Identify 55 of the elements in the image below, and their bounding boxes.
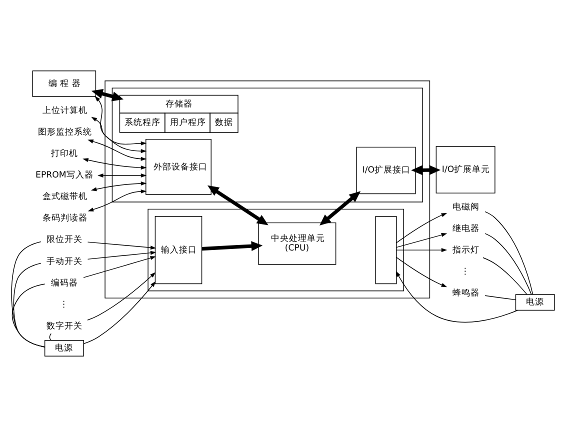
connector — [484, 294, 516, 300]
arrow — [98, 173, 147, 178]
arrow — [396, 248, 448, 252]
node-box: 电源 — [44, 340, 84, 356]
node-text: 继电器 — [452, 223, 480, 234]
arrow — [319, 190, 361, 226]
arrow — [91, 116, 147, 153]
label: ⋮ — [460, 266, 470, 276]
connector — [484, 210, 534, 294]
connector — [482, 256, 528, 294]
node-text: 指示灯 — [452, 244, 480, 255]
arrow — [396, 256, 448, 287]
connector — [11, 240, 46, 347]
node-box: I/O扩展接口 — [356, 146, 416, 194]
arrow — [396, 270, 518, 322]
node-text: 电磁阀 — [452, 202, 480, 212]
connector — [484, 232, 532, 294]
node-box: 中央处理单元 (CPU) — [258, 222, 336, 264]
node-text: 手动开关 — [46, 256, 83, 266]
connector — [12, 283, 46, 347]
arrow — [396, 212, 448, 243]
arrow — [87, 241, 156, 250]
node-box: 编 程 器 — [32, 70, 96, 97]
node-text: 盒式磁带机 — [42, 192, 88, 202]
arrow — [94, 95, 147, 145]
node-text: 打印机 — [50, 148, 78, 159]
arrow — [87, 272, 156, 320]
arrow — [87, 250, 156, 260]
arrow — [88, 139, 147, 160]
node-box: 电源 — [515, 294, 555, 310]
arrow — [83, 256, 156, 278]
label: ⋮ — [60, 299, 68, 310]
node-text: 编码器 — [50, 278, 78, 288]
node-text: 数字开关 — [46, 320, 83, 331]
node-box: I/O扩展单元 — [436, 146, 496, 193]
node-text: 上位计算机 — [42, 106, 88, 116]
node-text: 图形监控系统 — [38, 127, 92, 138]
node-box: 外部设备接口 — [146, 138, 212, 194]
arrow — [202, 240, 263, 251]
arrow — [88, 188, 147, 211]
node-box: 输入接口 — [154, 216, 202, 284]
arrow — [411, 164, 441, 175]
arrow — [82, 158, 147, 170]
node-text: 蜂鸣器 — [452, 288, 480, 298]
arrow — [91, 88, 124, 101]
connector — [49, 332, 52, 340]
arrow — [90, 180, 147, 191]
arrow — [84, 280, 156, 344]
node-text: EPROM写入器 — [36, 170, 94, 180]
arrow — [396, 232, 448, 248]
node-text: 条码判读器 — [42, 213, 88, 224]
node-text: 限位开关 — [46, 234, 83, 245]
arrow — [208, 184, 268, 225]
cluster — [148, 208, 404, 291]
node-box — [375, 216, 397, 284]
